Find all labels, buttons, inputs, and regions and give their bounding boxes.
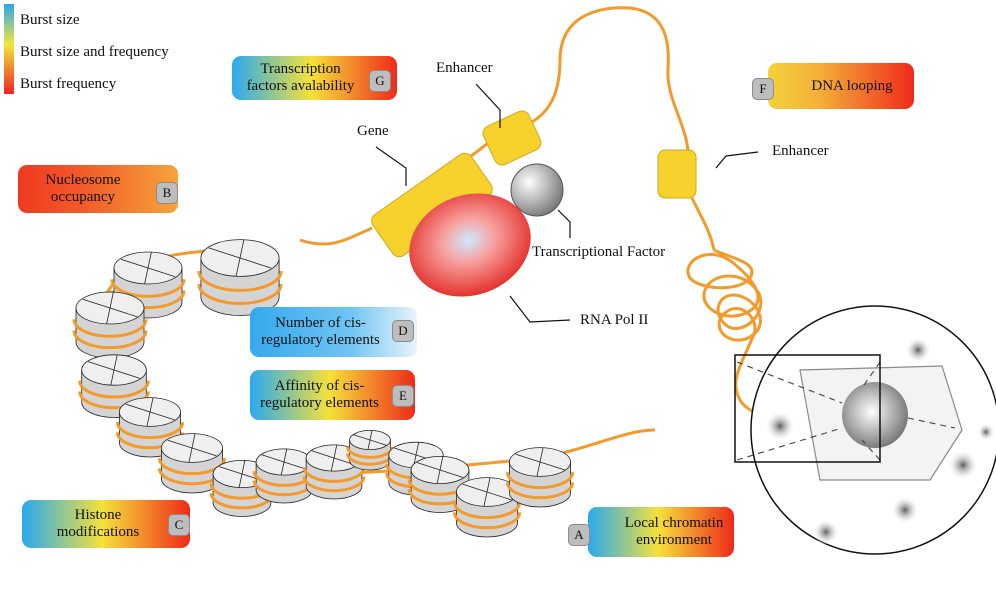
label-c-histone-modifications: Histone modifications	[22, 500, 190, 548]
annotation-gene: Gene	[357, 123, 389, 139]
nucleosome	[452, 477, 522, 538]
label-f-letter: F	[752, 78, 774, 100]
annotation-enhancer-top: Enhancer	[436, 60, 493, 76]
label-a-text: Local chromatin environment	[624, 515, 724, 548]
label-d-text: Number of cis-regulatory elements	[261, 315, 380, 348]
label-a-letter: A	[568, 524, 590, 546]
label-c-letter: C	[168, 514, 190, 536]
legend-color-bar	[4, 4, 14, 94]
nucleosome	[252, 448, 316, 504]
label-c-text: Histone modifications	[56, 507, 140, 540]
nucleosome	[505, 447, 575, 508]
zoom-box	[734, 354, 881, 463]
label-g-letter: G	[369, 70, 391, 92]
nucleosome	[78, 354, 150, 418]
label-g-transcription-factors: Transcription factors avalability	[232, 56, 397, 100]
label-f-dna-looping: DNA looping	[768, 63, 914, 109]
enhancer-block-right	[657, 149, 697, 199]
nucleosome	[407, 455, 473, 513]
label-b-text: Nucleosome occupancy	[45, 172, 121, 205]
label-d-cis-regulatory-number: Number of cis-regulatory elements	[250, 307, 417, 357]
transcriptional-factor	[510, 163, 564, 217]
cell-nucleus	[734, 305, 996, 555]
nucleosome-array	[72, 239, 575, 538]
annotation-rna-pol-ii: RNA Pol II	[580, 312, 649, 328]
nucleosome	[346, 429, 394, 471]
annotation-transcriptional-factor: Transcriptional Factor	[532, 244, 666, 260]
label-d-letter: D	[392, 320, 414, 342]
label-g-text: Transcription factors avalability	[246, 61, 355, 94]
legend-item: Burst frequency	[12, 68, 169, 100]
rna-pol-ii	[409, 193, 531, 297]
dna-tangle	[686, 248, 821, 430]
label-b-letter: B	[156, 182, 178, 204]
label-e-letter: E	[392, 385, 414, 407]
legend-label-burst-size-and-frequency: Burst size and frequency	[20, 43, 169, 60]
annotation-enhancer-right: Enhancer	[772, 143, 829, 159]
legend-item: Burst size	[12, 4, 169, 36]
legend-label-burst-size: Burst size	[20, 11, 80, 28]
label-b-nucleosome-occupancy: Nucleosome occupancy	[18, 165, 178, 213]
label-a-local-chromatin: Local chromatin environment	[588, 507, 734, 557]
legend-item: Burst size and frequency	[12, 36, 169, 68]
label-e-text: Affinity of cis-regulatory elements	[260, 378, 379, 411]
leader-lines	[375, 83, 759, 323]
nucleosome	[197, 239, 283, 316]
enhancer-block-top	[482, 110, 542, 166]
legend: Burst size Burst size and frequency Burs…	[4, 4, 169, 100]
legend-label-burst-frequency: Burst frequency	[20, 75, 117, 92]
nucleosome	[72, 291, 148, 359]
label-f-text: DNA looping	[811, 77, 893, 94]
nucleosome	[302, 444, 366, 500]
label-e-cis-regulatory-affinity: Affinity of cis-regulatory elements	[250, 370, 415, 420]
